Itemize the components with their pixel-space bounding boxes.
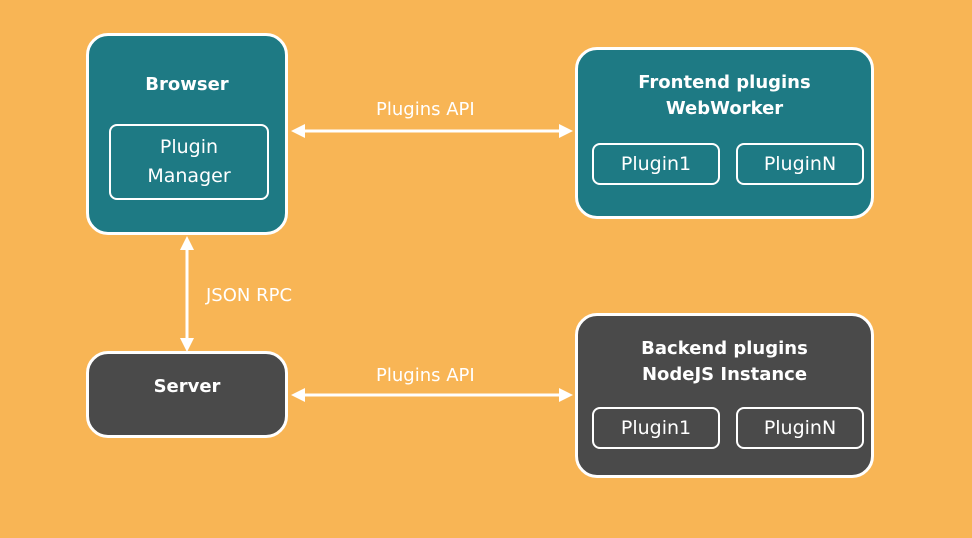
backend-plugins-box: Backend plugins NodeJS Instance Plugin1 …: [575, 313, 874, 478]
plugins-api-bottom-label: Plugins API: [376, 365, 475, 386]
backend-plugin-1: Plugin1: [592, 407, 720, 449]
plugins-api-top-arrowhead-right: [559, 124, 573, 138]
backend-plugin-n: PluginN: [736, 407, 864, 449]
frontend-plugin-n: PluginN: [736, 143, 864, 185]
frontend-plugin-1: Plugin1: [592, 143, 720, 185]
server-box: Server: [86, 351, 288, 438]
backend-plugins-title: Backend plugins NodeJS Instance: [641, 338, 808, 385]
json-rpc-arrowhead-bottom: [180, 338, 194, 352]
server-title: Server: [153, 376, 221, 397]
plugins-api-bottom-arrowhead-left: [291, 388, 305, 402]
browser-box: Browser Plugin Manager: [86, 33, 288, 235]
plugins-api-top-arrowhead-left: [291, 124, 305, 138]
json-rpc-arrowhead-top: [180, 236, 194, 250]
frontend-plugins-box: Frontend plugins WebWorker Plugin1 Plugi…: [575, 47, 874, 219]
browser-title: Browser: [145, 74, 229, 95]
plugins-api-top-label: Plugins API: [376, 99, 475, 120]
plugin-manager-box: Plugin Manager: [109, 124, 269, 200]
plugins-api-bottom-arrowhead-right: [559, 388, 573, 402]
json-rpc-label: JSON RPC: [206, 285, 293, 306]
frontend-plugins-title: Frontend plugins WebWorker: [638, 72, 811, 119]
